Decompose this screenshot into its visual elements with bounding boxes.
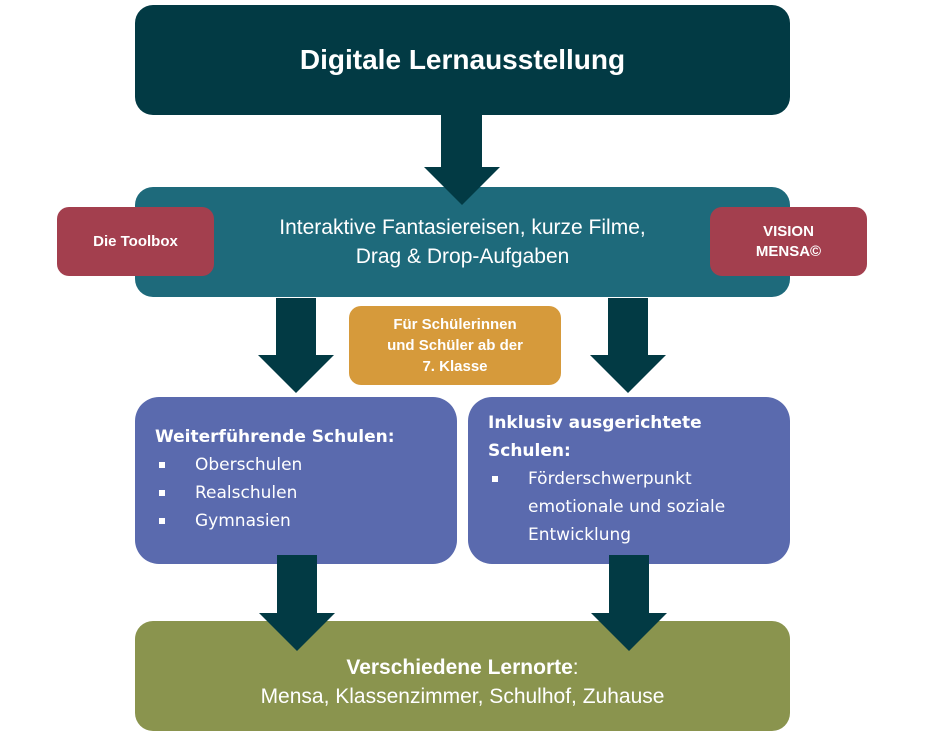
toolbox-label: Die Toolbox — [93, 232, 178, 250]
list-item: Oberschulen — [155, 451, 437, 479]
audience-line-2: und Schüler ab der — [387, 337, 523, 354]
arrow-down-icon — [590, 298, 666, 393]
title: Digitale Lernausstellung — [299, 44, 626, 75]
arrow-down-icon — [259, 555, 335, 651]
inclusive-schools-box: Inklusiv ausgerichtete Schulen: Fördersc… — [468, 397, 790, 564]
title-box: Digitale Lernausstellung — [135, 5, 790, 115]
list-item: Förderschwerpunkt emotionale und soziale… — [488, 465, 770, 549]
secondary-schools-list: Oberschulen Realschulen Gymnasien — [155, 451, 437, 535]
arrow-down-icon — [258, 298, 334, 393]
locations-list: Mensa, Klassenzimmer, Schulhof, Zuhause — [260, 685, 665, 708]
audience-box: Für Schülerinnen und Schüler ab der 7. K… — [349, 306, 561, 385]
audience-line-3: 7. Klasse — [422, 358, 488, 375]
mensa-label: MENSA© — [755, 242, 822, 260]
secondary-schools-box: Weiterführende Schulen: Oberschulen Real… — [135, 397, 457, 564]
arrow-down-icon — [424, 115, 500, 205]
toolbox-box: Die Toolbox — [57, 207, 214, 276]
list-item: Realschulen — [155, 479, 437, 507]
inclusive-schools-title-1: Inklusiv ausgerichtete — [488, 413, 702, 433]
audience-line-1: Für Schülerinnen — [393, 316, 517, 333]
secondary-schools-title: Weiterführende Schulen: — [155, 427, 395, 447]
vision-label: VISION — [763, 222, 814, 240]
content-types-box: Interaktive Fantasiereisen, kurze Filme,… — [135, 187, 790, 297]
content-line-1: Interaktive Fantasiereisen, kurze Filme, — [279, 216, 646, 239]
locations-box: Verschiedene Lernorte: Mensa, Klassenzim… — [135, 621, 790, 731]
inclusive-schools-list: Förderschwerpunkt emotionale und soziale… — [488, 465, 770, 549]
inclusive-schools-title-2: Schulen: — [488, 441, 571, 461]
list-item: Gymnasien — [155, 507, 437, 535]
locations-title-line: Verschiedene Lernorte: — [346, 653, 578, 682]
arrow-down-icon — [591, 555, 667, 651]
content-line-2: Drag & Drop-Aufgaben — [355, 245, 570, 268]
locations-colon: : — [572, 656, 579, 679]
vision-mensa-box: VISION MENSA© — [710, 207, 867, 276]
locations-title: Verschiedene Lernorte — [346, 656, 573, 679]
